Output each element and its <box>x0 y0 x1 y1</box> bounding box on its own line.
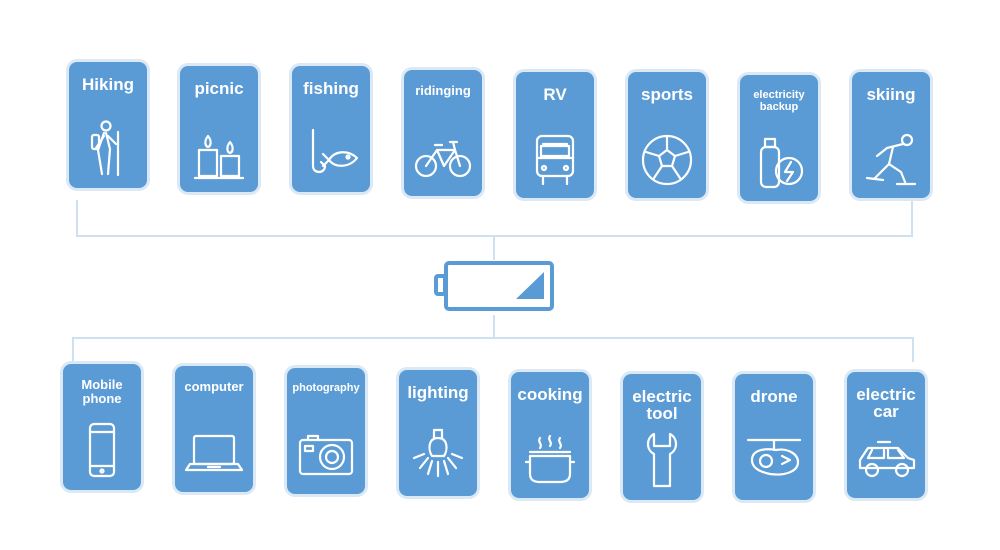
device-tile-lighting: lighting <box>399 370 477 496</box>
scenario-label-fishing: fishing <box>303 79 359 98</box>
candles-icon <box>189 122 249 182</box>
device-tile-photography: photography <box>287 368 365 494</box>
device-label-cooking: cooking <box>517 385 583 404</box>
device-label-electric-tool: electric tool <box>632 387 692 423</box>
drone-icon <box>744 430 804 490</box>
device-tile-electric-tool: electric tool <box>623 374 701 500</box>
bottom-bracket <box>72 337 914 362</box>
skier-icon <box>861 128 921 188</box>
scenario-tile-skiing: skiing <box>852 72 930 198</box>
scenario-label-picnic: picnic <box>194 79 244 98</box>
battery-icon <box>432 260 556 312</box>
scenario-label-electricity-backup: electricity backup <box>753 89 805 113</box>
device-label-lighting: lighting <box>407 383 469 402</box>
scenario-tile-electricity-backup: electricity backup <box>740 75 818 201</box>
camera-icon <box>296 424 356 484</box>
device-label-computer: computer <box>184 379 244 394</box>
device-label-drone: drone <box>750 387 798 406</box>
device-tile-cooking: cooking <box>511 372 589 498</box>
device-label-electric-car: electric car <box>856 385 916 421</box>
scenario-label-skiing: skiing <box>866 85 916 104</box>
wrench-icon <box>632 430 692 490</box>
scenario-label-sports: sports <box>641 85 693 104</box>
fish-hook-icon <box>301 122 361 182</box>
scenario-tile-riding: ridinging <box>404 70 482 196</box>
scenario-tile-rv: RV <box>516 72 594 198</box>
scenario-tile-hiking: Hiking <box>69 62 147 188</box>
soccer-ball-icon <box>637 128 697 188</box>
laptop-icon <box>184 422 244 482</box>
bus-icon <box>525 128 585 188</box>
top-bracket <box>76 200 913 237</box>
device-tile-computer: computer <box>175 366 253 492</box>
scenario-tile-sports: sports <box>628 72 706 198</box>
scenario-label-rv: RV <box>543 85 567 104</box>
hiker-icon <box>78 118 138 178</box>
scenario-label-riding: ridinging <box>415 83 471 98</box>
light-bulb-icon <box>408 426 468 486</box>
bicycle-icon <box>413 126 473 186</box>
device-tile-mobile-phone: Mobile phone <box>63 364 141 490</box>
device-label-photography: photography <box>292 382 360 394</box>
device-tile-electric-car: electric car <box>847 372 925 498</box>
mobile-phone-icon <box>72 420 132 480</box>
device-label-mobile-phone: Mobile phone <box>81 377 123 406</box>
scenario-tile-fishing: fishing <box>292 66 370 192</box>
device-tile-drone: drone <box>735 374 813 500</box>
power-bank-icon <box>749 131 809 191</box>
scenario-tile-picnic: picnic <box>180 66 258 192</box>
cooking-pot-icon <box>520 428 580 488</box>
car-icon <box>856 428 916 488</box>
scenario-label-hiking: Hiking <box>82 75 134 94</box>
